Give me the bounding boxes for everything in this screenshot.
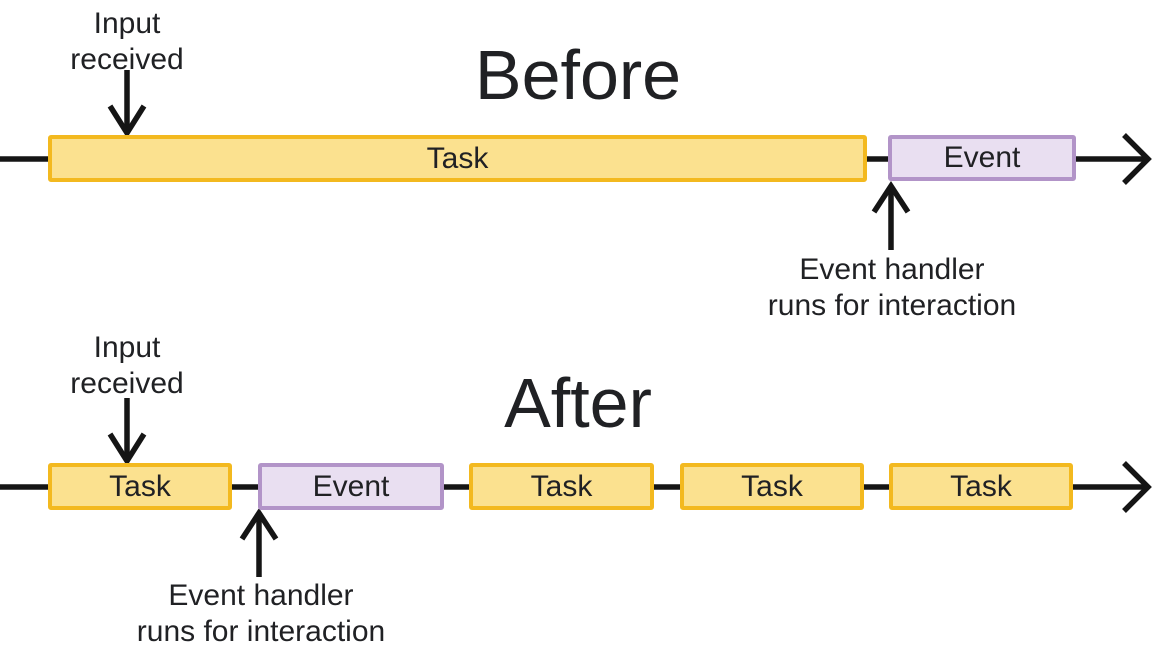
after-title: After — [504, 364, 652, 442]
timeline-arrowhead-after — [1122, 461, 1152, 513]
task-box-after-2: Task — [469, 463, 654, 510]
event-box-before: Event — [888, 135, 1076, 181]
event-box-label: Event — [943, 141, 1021, 174]
task-box-after-4: Task — [889, 463, 1073, 510]
input-received-arrow-before — [107, 70, 147, 139]
input-received-label-after: Input received — [70, 331, 184, 400]
task-box-label: Task — [741, 469, 803, 503]
task-box-label: Task — [530, 469, 593, 503]
event-handler-label-before: Event handler runs for interaction — [767, 253, 1017, 322]
event-box-label: Event — [312, 469, 390, 503]
task-box-label: Task — [426, 141, 489, 175]
event-box-after: Event — [258, 463, 444, 510]
event-handler-label-after: Event handler runs for interaction — [136, 579, 386, 647]
timeline-arrowhead-before — [1122, 133, 1152, 185]
task-box-after-1: Task — [48, 463, 232, 510]
task-box-label: Task — [109, 469, 171, 503]
input-received-arrow-after — [107, 398, 147, 467]
event-handler-arrow-before — [871, 180, 911, 250]
task-box-label: Task — [950, 469, 1012, 503]
input-received-label-before: Input received — [70, 7, 184, 76]
event-handler-arrow-after — [239, 507, 279, 577]
task-box-before: Task — [48, 135, 867, 182]
before-title: Before — [474, 36, 682, 114]
task-box-after-3: Task — [680, 463, 864, 510]
